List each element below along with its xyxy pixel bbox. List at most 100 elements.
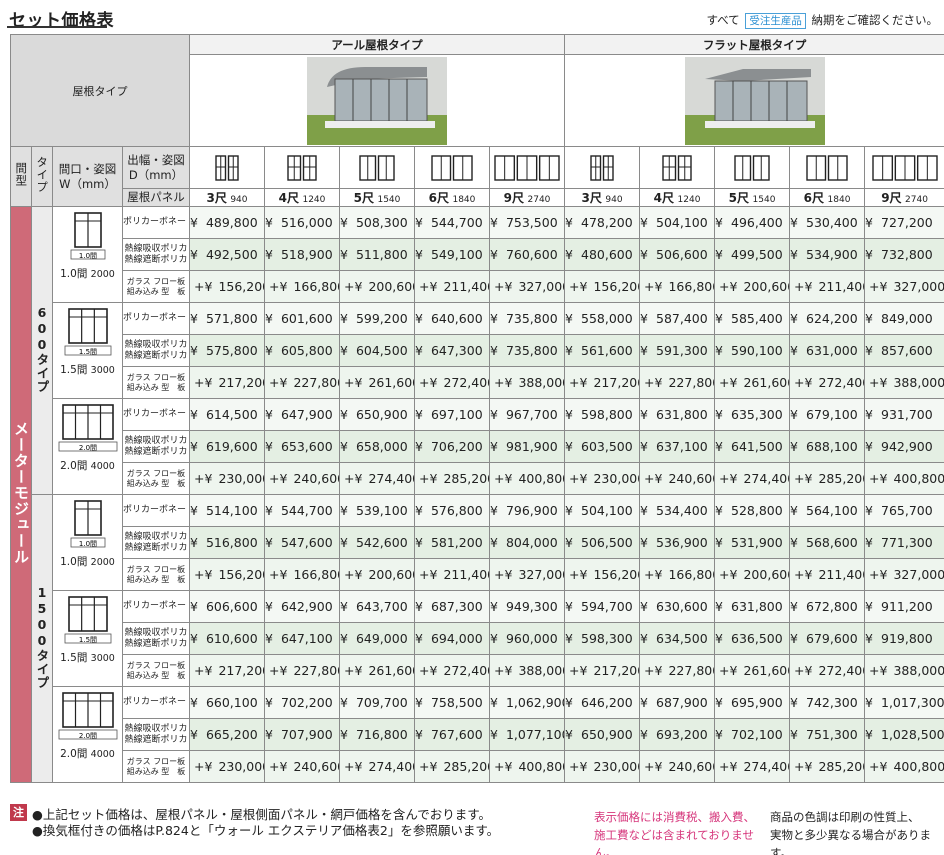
currency-symbol: ¥ [340, 439, 348, 454]
price-value: 658,000 [355, 439, 408, 454]
price-value: 400,800 [893, 759, 944, 774]
span-label-mm: 3000 [90, 653, 115, 664]
currency-symbol: ¥ [490, 599, 498, 614]
price-value: 751,300 [806, 727, 858, 742]
depth-shaku: 9尺 [503, 191, 524, 205]
price-value: 727,200 [881, 215, 933, 230]
type-band-label: 600タイプ [34, 304, 50, 394]
currency-symbol: ¥ [640, 695, 648, 710]
price-cell: +¥327,000 [864, 270, 944, 303]
price-value: 594,700 [581, 599, 633, 614]
span-tag: 1.0間 [78, 540, 96, 548]
price-cell: +¥388,000 [488, 366, 566, 399]
span-label-ken: 1.0間 [60, 556, 88, 568]
currency-symbol: ¥ [865, 247, 873, 262]
currency-symbol: ¥ [715, 311, 723, 326]
currency-symbol: ¥ [190, 631, 198, 646]
currency-symbol: +¥ [344, 567, 363, 582]
panel-builtin-label: 組み込み [126, 574, 159, 584]
price-cell: +¥285,200 [414, 462, 490, 495]
price-cell: +¥156,200 [189, 558, 265, 591]
price-value: 211,400 [818, 279, 863, 294]
price-cell: +¥166,800 [264, 558, 340, 591]
currency-symbol: ¥ [715, 727, 723, 742]
price-cell: ¥642,900 [264, 590, 340, 623]
price-cell: ¥1,077,100 [488, 718, 566, 751]
price-cell: ¥709,700 [339, 686, 415, 719]
price-cell: +¥217,200 [189, 654, 265, 687]
currency-symbol: ¥ [490, 535, 498, 550]
currency-symbol: ¥ [715, 535, 723, 550]
panel-ins-label-1: 熱線吸収ポリカ [124, 244, 188, 254]
currency-symbol: ¥ [340, 727, 348, 742]
note-line-2: ●換気框付きの価格はP.824と「ウォール エクステリア価格表2」を参照願います… [32, 823, 500, 838]
price-value: 1,017,300 [881, 695, 944, 710]
price-cell: ¥624,200 [789, 302, 866, 335]
price-cell: ¥547,600 [264, 526, 340, 559]
currency-symbol: ¥ [190, 343, 198, 358]
price-cell: ¥492,500 [189, 238, 265, 271]
price-value: 687,300 [430, 599, 483, 614]
price-value: 536,900 [656, 535, 708, 550]
currency-symbol: +¥ [344, 663, 363, 678]
currency-symbol: ¥ [640, 439, 648, 454]
price-value: 702,200 [280, 695, 333, 710]
price-cell: ¥604,500 [339, 334, 415, 367]
depth-size-cell: 9尺 2740 [488, 188, 566, 207]
currency-symbol: ¥ [490, 311, 498, 326]
price-value: 647,900 [280, 407, 333, 422]
price-value: 771,300 [881, 535, 933, 550]
price-value: 230,000 [218, 759, 263, 774]
price-value: 601,600 [280, 311, 333, 326]
currency-symbol: ¥ [415, 311, 423, 326]
price-cell: ¥637,100 [639, 430, 716, 463]
price-cell: ¥506,500 [564, 526, 641, 559]
span-label-ken: 2.0間 [60, 748, 88, 760]
currency-symbol: +¥ [194, 567, 213, 582]
currency-symbol: +¥ [494, 759, 513, 774]
price-value: 634,500 [656, 631, 708, 646]
price-cell: ¥514,100 [189, 494, 265, 527]
price-value: 687,900 [656, 695, 708, 710]
price-cell: ¥911,200 [864, 590, 944, 623]
price-row: 熱線吸収ポリカ熱線遮断ポリカ¥610,600¥647,100¥649,000¥6… [11, 622, 944, 655]
price-cell: +¥272,400 [789, 654, 866, 687]
price-cell: +¥274,400 [714, 462, 791, 495]
price-value: 200,600 [368, 567, 413, 582]
currency-symbol: ¥ [265, 631, 273, 646]
roof-panel-diagram-icon [734, 154, 770, 181]
currency-symbol: +¥ [794, 567, 813, 582]
price-value: 327,000 [893, 279, 944, 294]
price-value: 576,800 [430, 503, 483, 518]
roof-panel-diagram-icon [871, 154, 938, 181]
depth-label: 出幅・姿図 D（mm） [127, 153, 185, 182]
price-cell: ¥735,800 [488, 334, 566, 367]
depth-diagram-cell [414, 146, 490, 189]
currency-symbol: ¥ [640, 503, 648, 518]
currency-symbol: +¥ [569, 567, 588, 582]
depth-mm: 2740 [527, 195, 551, 205]
price-value: 166,800 [668, 279, 713, 294]
currency-symbol: +¥ [869, 663, 888, 678]
panel-glass-row-2: 組み込み 型 板 [124, 479, 189, 489]
price-cell: ¥1,017,300 [864, 686, 944, 719]
price-cell: ¥647,100 [264, 622, 340, 655]
price-cell: +¥211,400 [789, 558, 866, 591]
currency-symbol: ¥ [565, 311, 573, 326]
currency-symbol: ¥ [865, 727, 873, 742]
price-value: 665,200 [205, 727, 258, 742]
front-elevation-diagram-icon: 1.5間 [64, 596, 111, 644]
price-value: 489,800 [205, 215, 258, 230]
price-value: 716,800 [355, 727, 408, 742]
price-value: 558,000 [581, 311, 633, 326]
price-value: 624,200 [806, 311, 858, 326]
panel-ins-label-1: 熱線吸収ポリカ [124, 340, 188, 350]
panel-poly-label: ポリカーボネート [123, 697, 190, 708]
currency-symbol: ¥ [340, 599, 348, 614]
roof-panel-cell: ポリカーボネート [122, 494, 190, 527]
